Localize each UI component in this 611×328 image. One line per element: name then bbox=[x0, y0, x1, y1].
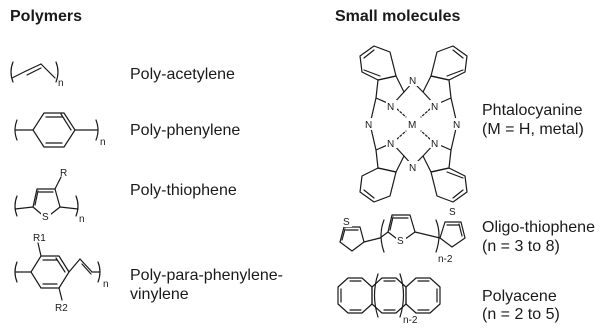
ppv-label-line2: vinylene bbox=[130, 286, 189, 303]
repeat-n-label: n bbox=[100, 137, 106, 148]
small-molecules-heading: Small molecules bbox=[335, 8, 461, 25]
r2-substituent-label: R2 bbox=[55, 303, 68, 314]
polyphenylene-label: Poly-phenylene bbox=[130, 122, 241, 139]
repeat-n-label: n bbox=[79, 214, 85, 225]
phthalocyanine-label: Phtalocyanine bbox=[482, 102, 583, 119]
sulfur-label: S bbox=[343, 217, 350, 228]
repeat-n-minus-2-label: n-2 bbox=[403, 315, 418, 326]
nitrogen-label: N bbox=[453, 120, 460, 131]
polythiophene-label: Poly-thiophene bbox=[130, 182, 237, 199]
nitrogen-label: N bbox=[387, 102, 394, 113]
nitrogen-label: N bbox=[365, 120, 372, 131]
polyacetylene-structure: n bbox=[10, 61, 64, 89]
repeat-n-minus-2-label: n-2 bbox=[438, 254, 453, 265]
sulfur-label: S bbox=[449, 207, 456, 218]
ppv-structure: R1 R2 n bbox=[14, 233, 109, 314]
r1-substituent-label: R1 bbox=[33, 233, 46, 244]
nitrogen-label: N bbox=[431, 139, 438, 150]
nitrogen-label: N bbox=[409, 163, 416, 174]
polyacene-label: Polyacene bbox=[482, 288, 557, 305]
polythiophene-structure: S R n bbox=[14, 168, 85, 225]
nitrogen-label: N bbox=[387, 139, 394, 150]
nitrogen-label: N bbox=[431, 102, 438, 113]
oligothiophene-label: Oligo-thiophene bbox=[482, 219, 595, 236]
phthalocyanine-detail: (M = H, metal) bbox=[482, 121, 584, 138]
ppv-label-line1: Poly-para-phenylene- bbox=[130, 267, 283, 284]
repeat-n-label: n bbox=[58, 78, 64, 89]
nitrogen-label: N bbox=[409, 76, 416, 87]
repeat-n-label: n bbox=[103, 279, 109, 290]
polymers-heading: Polymers bbox=[10, 8, 83, 25]
polyacene-detail: (n = 2 to 5) bbox=[482, 306, 560, 323]
metal-center-label: M bbox=[408, 120, 416, 131]
polyacetylene-label: Poly-acetylene bbox=[130, 66, 235, 83]
oligothiophene-detail: (n = 3 to 8) bbox=[482, 238, 560, 255]
polyphenylene-structure: n bbox=[14, 112, 106, 148]
sulfur-label: S bbox=[42, 212, 49, 223]
r-substituent-label: R bbox=[60, 168, 67, 179]
sulfur-label: S bbox=[397, 236, 404, 247]
